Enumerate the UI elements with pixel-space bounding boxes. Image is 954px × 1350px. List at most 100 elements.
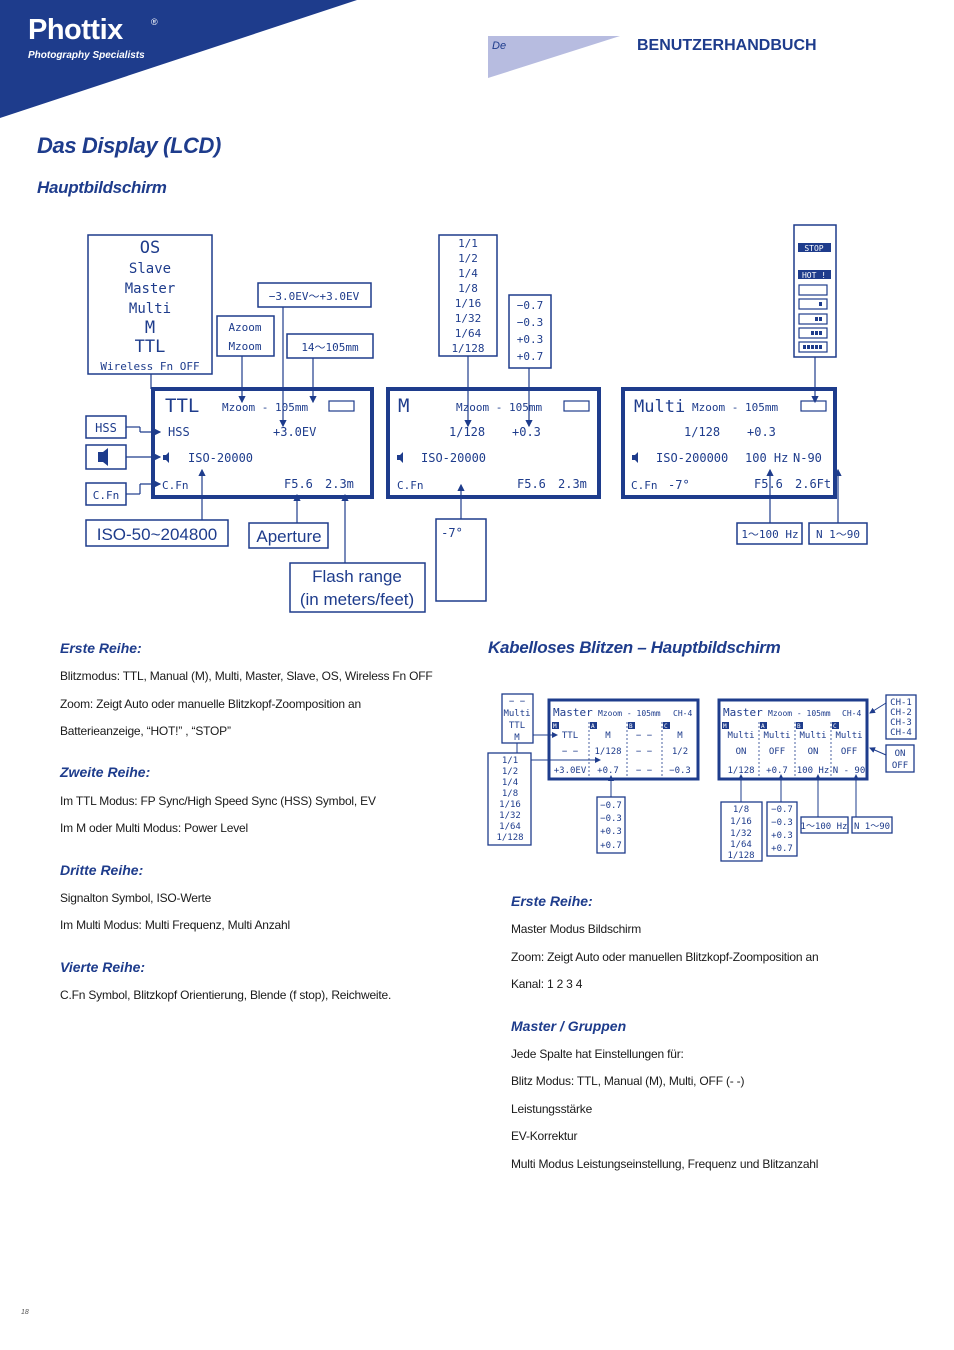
w-lcd1-title: Master <box>553 706 593 719</box>
right-groups-line1: Jede Spalte hat Einstellungen für: <box>511 1047 684 1061</box>
w2-freq-range: 1～100 Hz <box>801 822 848 832</box>
mode-multi: Multi <box>129 301 171 317</box>
w-lcd1-r2-a: 1/128 <box>594 747 621 757</box>
right-heading-groups: Master / Gruppen <box>511 1018 627 1034</box>
w-ev-minus-07: −0.7 <box>600 801 622 811</box>
left-row1-line1: Blitzmodus: TTL, Manual (M), Multi, Mast… <box>60 669 433 683</box>
right-row1-line2: Zoom: Zeigt Auto oder manuellen Blitzkop… <box>511 950 819 964</box>
freq-range-label: 1～100 Hz <box>741 528 798 541</box>
manual-title: BENUTZERHANDBUCH <box>637 37 817 54</box>
w-power-1-16: 1/16 <box>499 800 521 810</box>
w-lcd1-group-b: B <box>629 723 633 730</box>
lcd-m-iso: ISO-20000 <box>421 451 486 465</box>
w-lcd1-group-a: A <box>591 723 595 730</box>
w-lcd2-channel: CH-4 <box>842 709 861 718</box>
lcd-multi-power: 1/128 <box>684 425 720 439</box>
w-lcd2-r2-a: OFF <box>769 747 785 757</box>
w-lcd1-mode-m: TTL <box>562 731 578 741</box>
language-label: De <box>492 40 507 52</box>
count-range-label: N 1～90 <box>816 528 860 541</box>
w-lcd1-mode-a: M <box>605 731 611 741</box>
header-banner <box>0 0 620 118</box>
right-groups-line5: Multi Modus Leistungseinstellung, Freque… <box>511 1157 819 1171</box>
lcd-m-cfn: C.Fn <box>397 479 424 492</box>
page-number: 18 <box>21 1309 29 1316</box>
w-lcd2-r3-b: 100 Hz <box>797 766 830 776</box>
right-groups-line3: Leistungsstärke <box>511 1102 593 1116</box>
w-lcd2-title: Master <box>723 706 763 719</box>
left-row3-line1: Signalton Symbol, ISO-Werte <box>60 891 212 905</box>
cfn-box-label: C.Fn <box>93 489 120 502</box>
lcd-multi-tilt: -7° <box>668 478 690 492</box>
lcd-ttl-range: 2.3m <box>325 477 354 491</box>
mode-os: OS <box>140 238 160 258</box>
aperture-label: Aperture <box>256 527 321 546</box>
power-1-32: 1/32 <box>455 312 482 325</box>
lcd-ttl-zoom: Mzoom - 105mm <box>222 401 308 414</box>
lcd-multi-cfn: C.Fn <box>631 479 658 492</box>
lcd-multi-freq: 100 Hz <box>745 451 788 465</box>
brand-logo: Phottix <box>28 14 123 46</box>
azoom-label: Azoom <box>228 321 261 334</box>
main-screen-lcd-diagram: OS Slave Master Multi M TTL Wireless Fn … <box>85 224 868 613</box>
w-lcd1-mode-c: M <box>677 731 683 741</box>
w-lcd1-r3-a: +0.7 <box>597 766 619 776</box>
right-groups-line4: EV-Korrektur <box>511 1129 578 1143</box>
left-heading-row1: Erste Reihe: <box>60 640 142 656</box>
w-mode-off: − − <box>509 697 526 707</box>
w-lcd1-r3-m: +3.0EV <box>554 766 587 776</box>
left-heading-row2: Zweite Reihe: <box>60 764 151 780</box>
lcd-multi-iso: ISO-200000 <box>656 451 728 465</box>
w2-power-1-8: 1/8 <box>733 805 749 815</box>
w2-ev-minus-07: −0.7 <box>771 805 793 815</box>
w-lcd1-group-c: C <box>664 723 668 730</box>
ev-step-minus-07: −0.7 <box>517 299 544 312</box>
mode-wireless-off: Wireless Fn OFF <box>100 360 199 373</box>
battery-stop-label: STOP <box>804 244 823 253</box>
w2-count-range: N 1～90 <box>854 822 890 832</box>
flash-range-label: Flash range <box>312 567 402 586</box>
w2-ev-plus-07: +0.7 <box>771 844 793 854</box>
lcd-multi-zoom: Mzoom - 105mm <box>692 401 778 414</box>
w2-power-1-16: 1/16 <box>730 817 752 827</box>
mzoom-label: Mzoom <box>228 340 261 353</box>
left-row1-line3: Batterieanzeige, “HOT!” , “STOP” <box>60 724 231 738</box>
w-lcd2-mode-c: Multi <box>835 731 862 741</box>
w-lcd2-r3-m: 1/128 <box>727 766 754 776</box>
w-lcd1-channel: CH-4 <box>673 709 692 718</box>
mode-master: Master <box>125 281 176 297</box>
hss-box-label: HSS <box>95 421 117 435</box>
onoff-off: OFF <box>892 761 908 771</box>
w2-power-1-32: 1/32 <box>730 829 752 839</box>
brand-registered-mark: ® <box>151 17 158 27</box>
lcd-ttl-ev: +3.0EV <box>273 425 316 439</box>
power-1-8: 1/8 <box>458 282 478 295</box>
w-lcd1-mode-b: − − <box>636 731 653 741</box>
iso-range-label: ISO-50~204800 <box>97 525 218 544</box>
w-power-1-4: 1/4 <box>502 778 518 788</box>
lcd-m-power: 1/128 <box>449 425 485 439</box>
power-1-16: 1/16 <box>455 297 482 310</box>
w-power-1-2: 1/2 <box>502 767 518 777</box>
ch-1: CH-1 <box>890 698 912 708</box>
brand-tagline: Photography Specialists <box>28 50 145 61</box>
lcd-ttl-hss: HSS <box>168 425 190 439</box>
mode-slave: Slave <box>129 261 171 277</box>
onoff-on: ON <box>895 749 906 759</box>
right-row1-line3: Kanal: 1 2 3 4 <box>511 977 583 991</box>
lcd-m-zoom: Mzoom - 105mm <box>456 401 542 414</box>
lcd-m-mode: M <box>398 395 409 417</box>
w-power-1-1: 1/1 <box>502 756 518 766</box>
w-lcd1-r2-b: − − <box>636 747 653 757</box>
ev-step-minus-03: −0.3 <box>517 316 544 329</box>
w-power-1-128: 1/128 <box>496 833 523 843</box>
lcd-ttl-aperture: F5.6 <box>284 477 313 491</box>
w-power-1-64: 1/64 <box>499 822 521 832</box>
lcd-m-range: 2.3m <box>558 477 587 491</box>
lcd-multi-mode: Multi <box>634 397 685 417</box>
w-lcd2-r3-a: +0.7 <box>766 766 788 776</box>
lcd-ttl-cfn: C.Fn <box>162 479 189 492</box>
page-title: Das Display (LCD) <box>37 133 221 158</box>
w-mode-m: M <box>514 733 520 743</box>
power-1-4: 1/4 <box>458 267 478 280</box>
